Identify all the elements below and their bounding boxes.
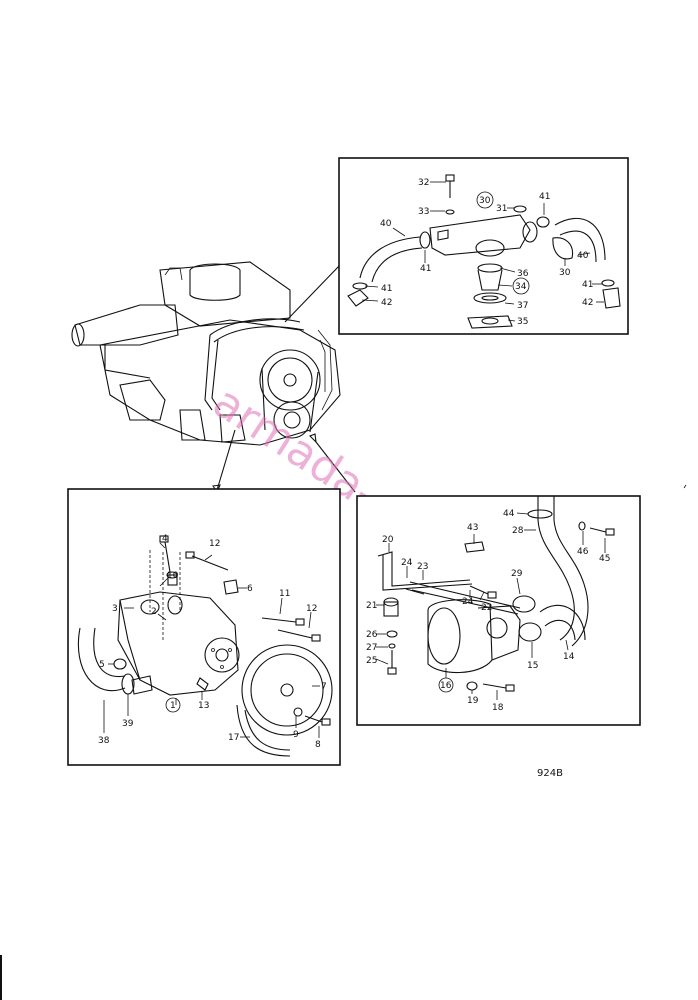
callout-label: 36 [517, 269, 529, 279]
callout-label: 25 [366, 656, 377, 666]
callout-label: 45 [599, 554, 610, 564]
water-pump-panel: 4 12 10 6 2 3 11 12 5 1 13 7 39 38 9 8 1… [67, 488, 341, 766]
stray-mark [683, 484, 687, 489]
callout-label: 35 [517, 317, 528, 327]
callout-label: 40 [577, 251, 589, 261]
callout-label: 4 [162, 534, 168, 544]
callout-label: 8 [315, 740, 321, 750]
callout-label: 29 [511, 569, 523, 579]
callout-label: 37 [517, 301, 528, 311]
callout-label: 9 [293, 730, 299, 740]
thermostat-panel: 32 33 30 31 41 40 41 41 42 36 34 37 35 3… [338, 157, 629, 335]
callout-label: 41 [539, 192, 550, 202]
callout-label: 14 [563, 652, 575, 662]
callout-label: 33 [418, 207, 429, 217]
callout-label: 12 [209, 539, 220, 549]
callout-label: 39 [122, 719, 134, 729]
callout-label: 41 [381, 284, 392, 294]
callout-label: 13 [198, 701, 209, 711]
callout-label: 26 [366, 630, 378, 640]
callout-label: 20 [382, 535, 394, 545]
callout-label: 43 [467, 523, 478, 533]
callout-label: 10 [167, 571, 179, 581]
engine-overview [71, 261, 356, 494]
callout-label: 17 [228, 733, 239, 743]
callout-label: 30 [479, 196, 491, 206]
callout-label: 41 [420, 264, 431, 274]
callout-label: 15 [527, 661, 538, 671]
callout-label: 24 [462, 597, 474, 607]
callout-label: 7 [321, 682, 327, 692]
callout-label: 41 [582, 280, 593, 290]
callout-label: 24 [401, 558, 413, 568]
callout-label: 3 [112, 604, 118, 614]
callout-label: 31 [496, 204, 507, 214]
callout-label: 22 [481, 603, 492, 613]
callout-label: 28 [512, 526, 524, 536]
callout-label: 5 [99, 660, 105, 670]
callout-label: 38 [98, 736, 110, 746]
callout-label: 19 [467, 696, 479, 706]
callout-label: 42 [381, 298, 392, 308]
callout-label: 40 [380, 219, 392, 229]
callout-label: 1 [170, 701, 176, 711]
callout-label: 21 [366, 601, 377, 611]
sea-pump-panel: 44 28 46 45 43 20 24 23 29 21 22 24 26 2… [356, 495, 641, 726]
callout-label: 12 [306, 604, 317, 614]
callout-label: 2 [151, 607, 157, 617]
callout-label: 23 [417, 562, 428, 572]
callout-label: 18 [492, 703, 504, 713]
callout-label: 42 [582, 298, 593, 308]
callout-label: 16 [440, 681, 452, 691]
callout-label: 34 [515, 282, 527, 292]
callout-label: 46 [577, 547, 589, 557]
callout-label: 44 [503, 509, 515, 519]
callout-label: 30 [559, 268, 571, 278]
callout-label: 6 [247, 584, 253, 594]
callout-label: 27 [366, 643, 377, 653]
figure-code: 924B [537, 768, 563, 779]
callout-label: 32 [418, 178, 429, 188]
callout-label: 11 [279, 589, 290, 599]
